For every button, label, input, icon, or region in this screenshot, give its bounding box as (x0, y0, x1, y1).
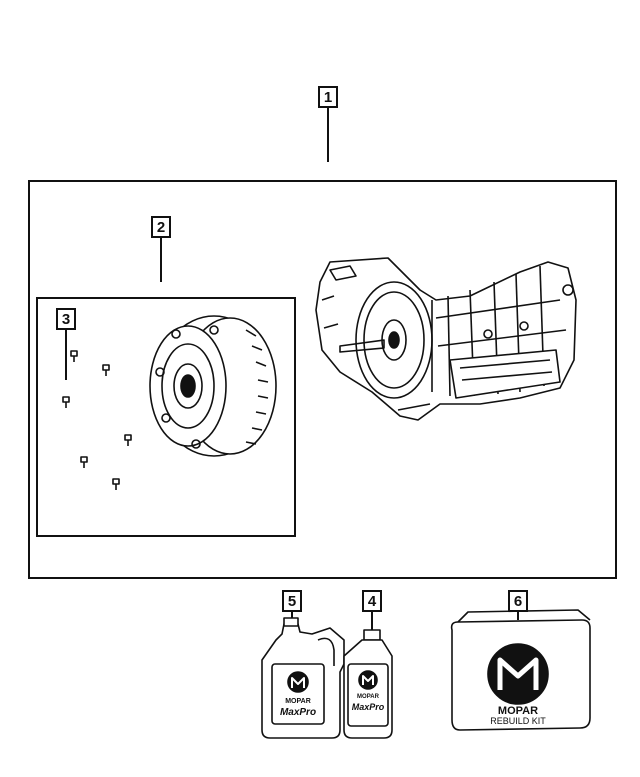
assembly-frame (28, 180, 617, 579)
bottle-product-label: MaxPro (352, 702, 385, 712)
bolt-set[interactable] (62, 350, 132, 490)
jug-product-label: MaxPro (280, 707, 316, 718)
callout-3[interactable]: 3 (56, 308, 76, 330)
callout-4[interactable]: 4 (362, 590, 382, 612)
leader-line-1 (327, 108, 329, 162)
torque-converter[interactable] (149, 315, 277, 457)
callout-5[interactable]: 5 (282, 590, 302, 612)
leader-line-4 (371, 612, 373, 630)
callout-1[interactable]: 1 (318, 86, 338, 108)
kit-label: REBUILD KIT (490, 716, 546, 726)
rebuild-kit-box[interactable] (450, 609, 591, 731)
kit-brand-label: MOPAR (498, 705, 538, 717)
fluid-bottle[interactable] (343, 629, 393, 739)
callout-2[interactable]: 2 (151, 216, 171, 238)
leader-line-5 (291, 612, 293, 622)
leader-line-2 (160, 238, 162, 282)
converter-frame (36, 297, 296, 537)
leader-line-3 (65, 330, 67, 380)
leader-line-6 (517, 612, 519, 620)
transmission-assembly[interactable] (315, 257, 577, 421)
bottle-brand-label: MOPAR (357, 694, 380, 700)
fluid-jug[interactable] (261, 617, 345, 739)
jug-brand-label: MOPAR (285, 698, 311, 705)
